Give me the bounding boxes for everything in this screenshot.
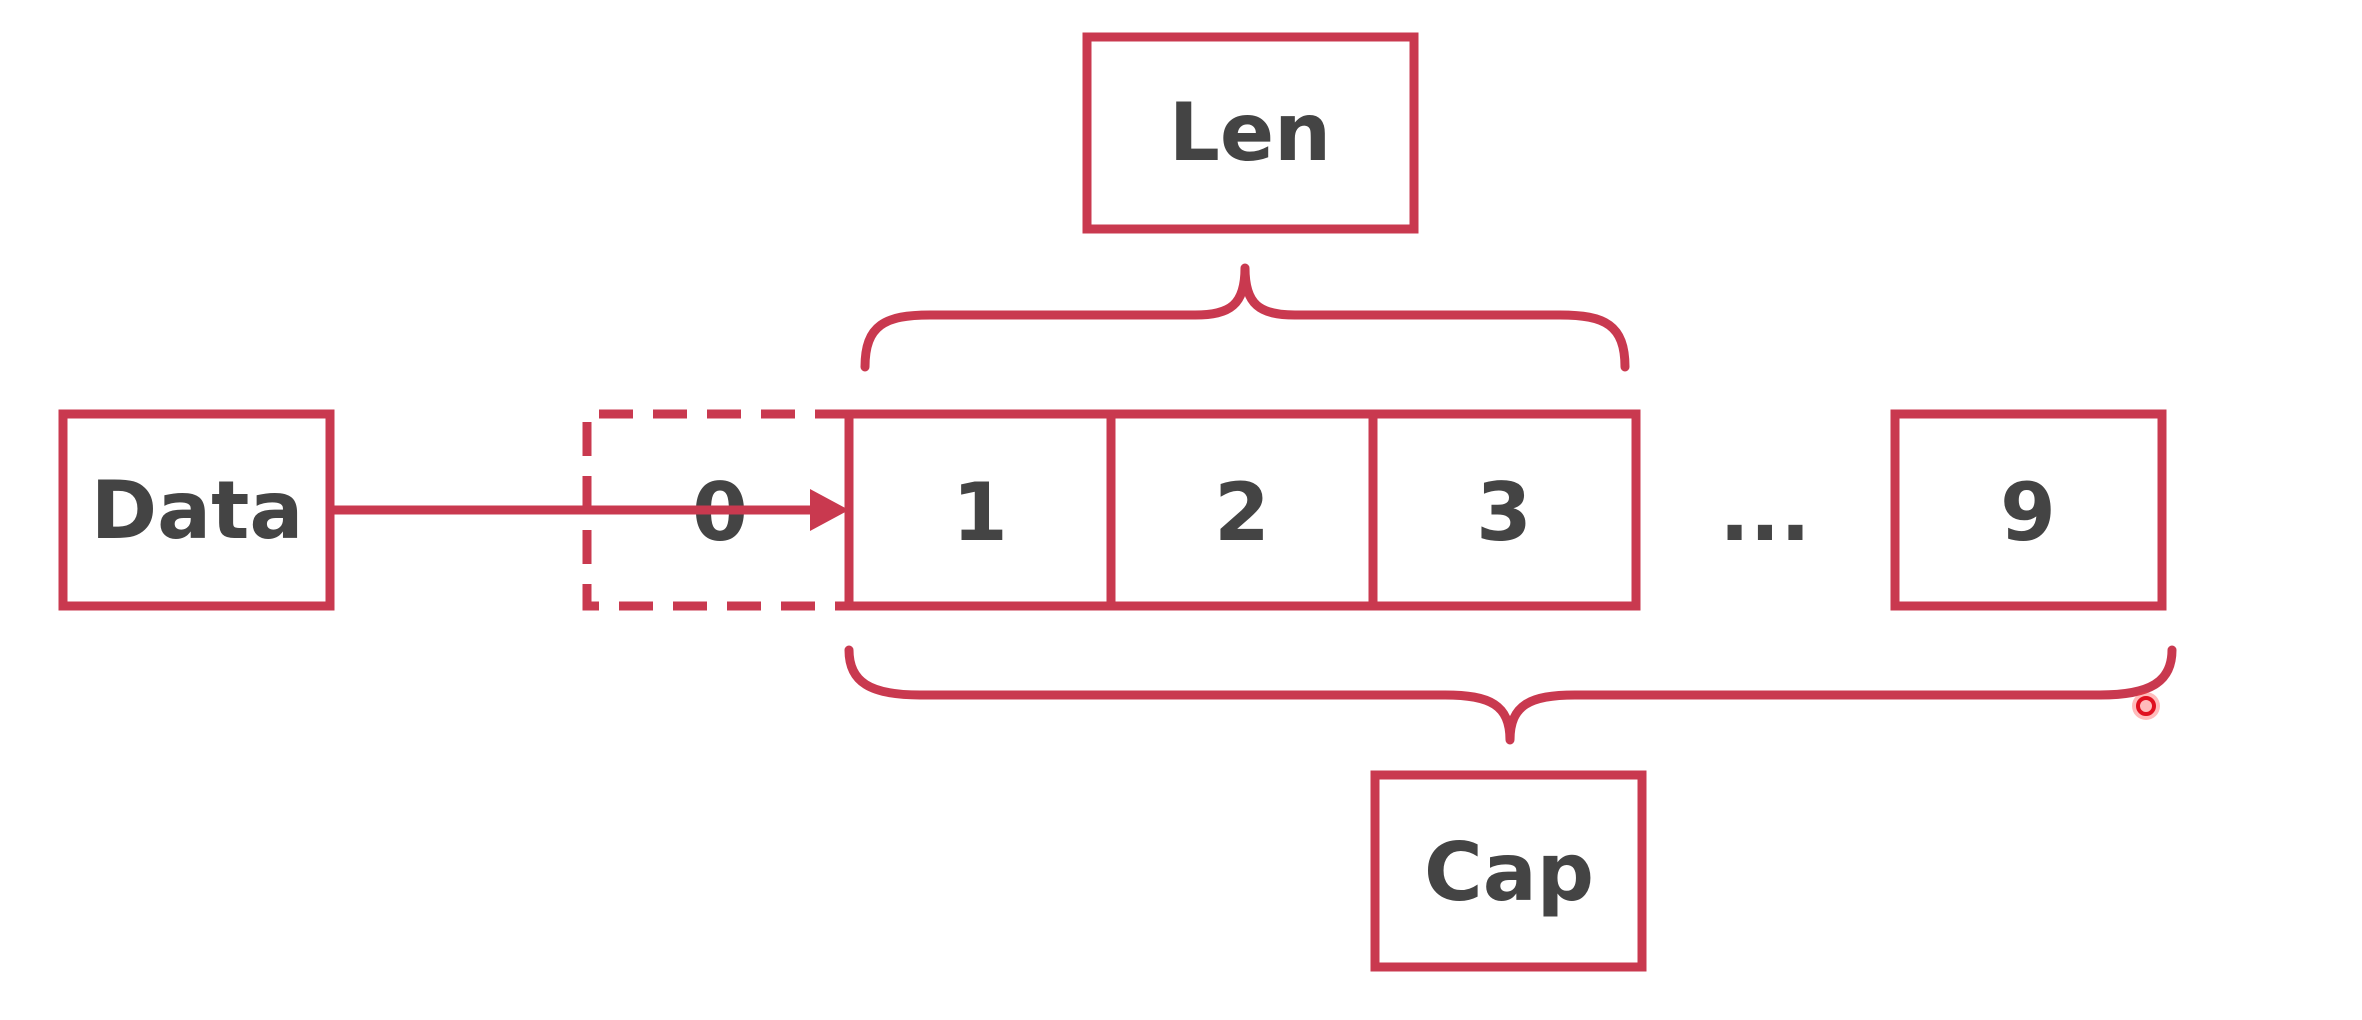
ellipsis-label: ... xyxy=(1719,466,1810,559)
cap-label: Cap xyxy=(1424,826,1594,919)
array-cells: 1 2 3 xyxy=(844,409,1641,611)
cursor-dot xyxy=(2132,692,2160,720)
data-label: Data xyxy=(91,464,304,557)
len-box: Len xyxy=(1082,32,1419,234)
cell-2-label: 2 xyxy=(1214,466,1270,559)
cell-9: 9 xyxy=(1890,409,2167,611)
cap-box: Cap xyxy=(1370,770,1647,972)
len-label: Len xyxy=(1169,86,1331,179)
cell-3-label: 3 xyxy=(1476,466,1532,559)
len-brace xyxy=(860,263,1630,372)
cell-1-label: 1 xyxy=(952,466,1008,559)
cell-9-label: 9 xyxy=(2000,466,2056,559)
cap-brace xyxy=(844,645,2177,745)
data-pointer-arrow xyxy=(330,489,849,531)
data-box: Data xyxy=(58,409,335,611)
